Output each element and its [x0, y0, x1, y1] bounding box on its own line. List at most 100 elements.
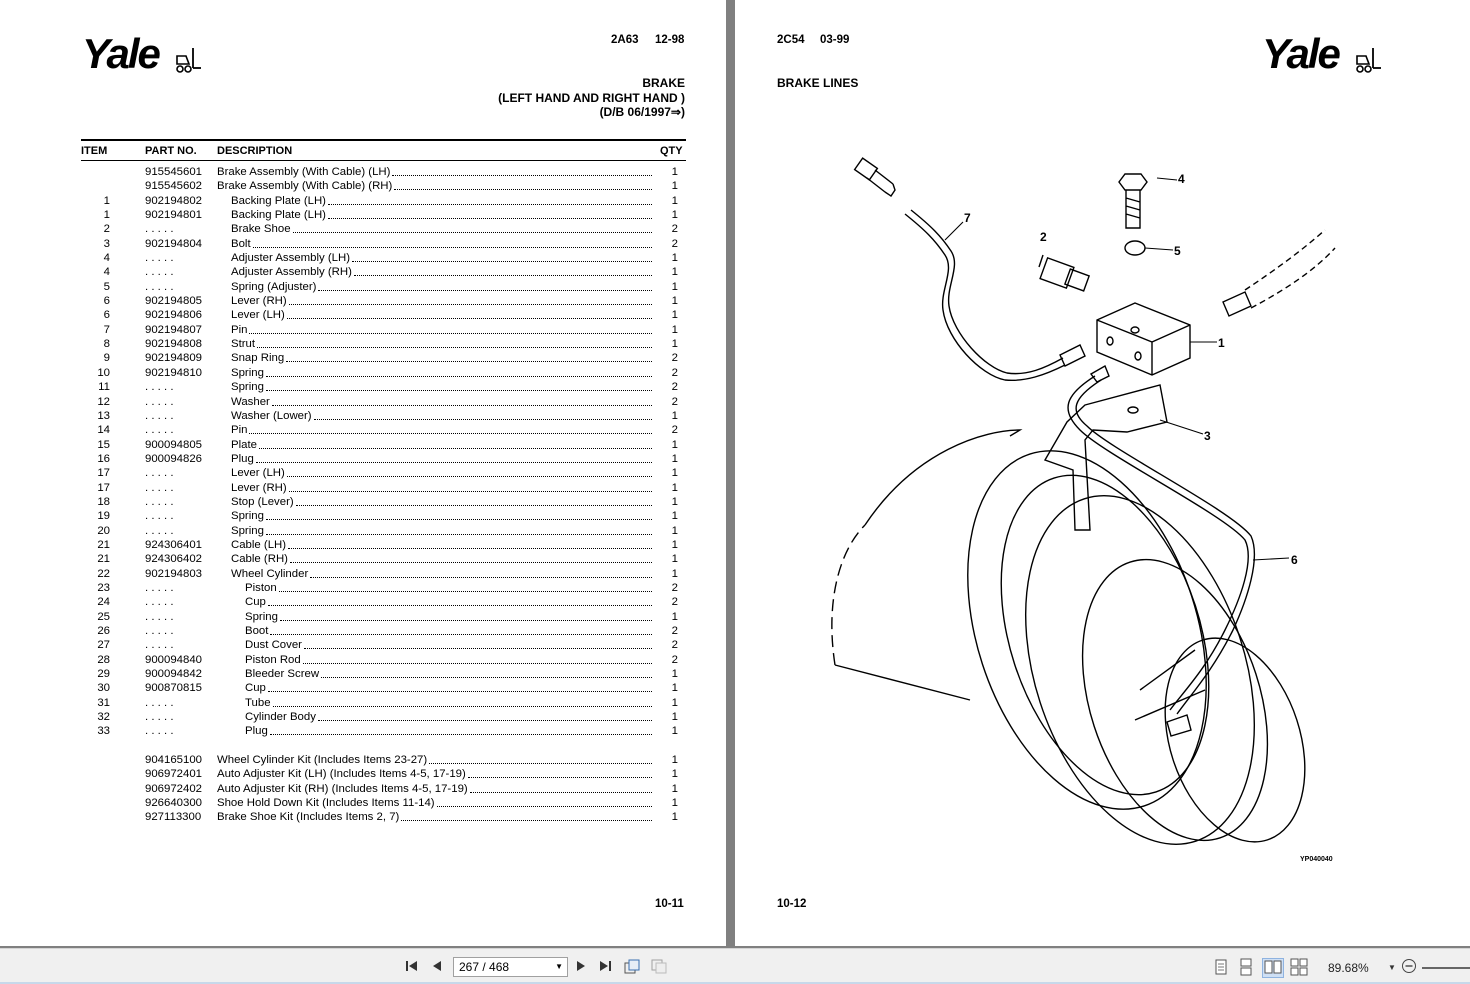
logo-text: Yale: [82, 30, 161, 77]
quantity: 2: [671, 395, 678, 408]
two-page-icon[interactable]: [1262, 958, 1284, 978]
item-number: 9: [103, 352, 110, 365]
first-page-icon[interactable]: [403, 958, 421, 978]
continuous-icon[interactable]: [1237, 958, 1255, 978]
description-text: Spring (Adjuster): [231, 280, 317, 293]
part-number: 915545602: [145, 180, 203, 193]
quantity: 2: [671, 653, 678, 666]
description-text: Piston Rod: [245, 653, 301, 666]
description: Pin: [231, 323, 652, 337]
description: Spring: [231, 366, 652, 380]
description-text: Auto Adjuster Kit (LH) (Includes Items 4…: [217, 768, 466, 781]
description-text: Dust Cover: [245, 639, 302, 652]
item-number: 26: [97, 625, 110, 637]
zoom-out-icon[interactable]: [1400, 958, 1418, 978]
callout-5: 5: [1174, 244, 1181, 258]
title-line: (D/B 06/1997⇒): [599, 105, 685, 119]
quantity: 1: [671, 567, 678, 580]
part-number: 902194802: [145, 194, 203, 207]
leader-dots: [270, 624, 652, 635]
zoom-level[interactable]: 89.68%: [1328, 961, 1369, 975]
part-number: . . . . .: [145, 424, 174, 437]
quantity: 2: [671, 223, 678, 236]
description-text: Tube: [245, 696, 271, 709]
zoom-dropdown-icon[interactable]: ▼: [1388, 963, 1396, 972]
item-number: 15: [97, 438, 110, 451]
quantity: 1: [671, 725, 678, 738]
part-number: . . . . .: [145, 524, 174, 537]
part-number: . . . . .: [145, 696, 174, 709]
description-text: Backing Plate (LH): [231, 209, 326, 222]
description: Brake Shoe Kit (Includes Items 2, 7): [217, 810, 652, 824]
description-text: Spring: [231, 510, 264, 523]
part-number: . . . . .: [145, 395, 174, 408]
description: Stop (Lever): [231, 495, 652, 509]
quantity: 1: [671, 280, 678, 293]
description-text: Lever (RH): [231, 295, 287, 308]
quantity: 1: [671, 438, 678, 451]
leader-dots: [249, 423, 652, 435]
description-text: Adjuster Assembly (RH): [231, 266, 352, 279]
description: Brake Shoe: [231, 222, 652, 236]
item-number: 1: [103, 209, 110, 222]
leader-dots: [467, 767, 652, 779]
part-number: . . . . .: [145, 280, 174, 293]
description-text: Plug: [245, 725, 268, 738]
single-page-icon[interactable]: [1212, 958, 1230, 978]
document-viewer[interactable]: Yale 2A63 12-98 BRAKE (LEFT HAND AND RIG…: [0, 0, 1470, 948]
quantity: 1: [671, 266, 678, 279]
last-page-icon[interactable]: [596, 958, 614, 978]
item-number: 17: [97, 467, 110, 480]
description: Wheel Cylinder: [231, 567, 652, 581]
part-number: . . . . .: [145, 252, 174, 265]
item-number: 27: [97, 639, 110, 652]
item-number: 1: [103, 194, 110, 207]
quantity: 1: [671, 452, 678, 465]
status-strip: [0, 982, 1470, 984]
description: Lever (RH): [231, 294, 652, 308]
item-number: 13: [97, 409, 110, 422]
prev-page-icon[interactable]: [429, 958, 445, 978]
leader-dots: [318, 280, 652, 291]
page-number-field[interactable]: 267 / 468 ▼: [453, 957, 568, 977]
part-number: . . . . .: [145, 639, 174, 652]
description: Spring (Adjuster): [231, 280, 652, 294]
leader-dots: [327, 208, 652, 220]
leader-dots: [295, 495, 652, 506]
next-page-icon[interactable]: [573, 958, 589, 978]
description-text: Spring: [231, 381, 264, 394]
quantity: 1: [671, 209, 678, 222]
part-number: 900094840: [145, 653, 203, 666]
item-number: 32: [97, 711, 110, 724]
description-text: Auto Adjuster Kit (RH) (Includes Items 4…: [217, 782, 468, 795]
next-view-icon[interactable]: [649, 958, 669, 978]
prev-view-icon[interactable]: [622, 958, 642, 978]
item-number: 11: [98, 381, 110, 394]
item-number: 22: [97, 567, 110, 580]
leader-dots: [267, 595, 652, 607]
quantity: 1: [671, 696, 678, 709]
description: Cup: [245, 595, 652, 609]
brake-lines-diagram: [831, 157, 1336, 845]
chevron-down-icon[interactable]: ▼: [555, 962, 563, 971]
two-page-continuous-icon[interactable]: [1290, 958, 1308, 978]
figure-code: YP040040: [1300, 856, 1333, 863]
callout-6: 6: [1291, 553, 1298, 567]
quantity: 2: [671, 352, 678, 365]
table-row: 12 . . . . . Washer 2: [82, 395, 686, 409]
zoom-slider[interactable]: [1422, 967, 1470, 969]
item-number: 12: [97, 395, 110, 408]
description: Bleeder Screw: [245, 667, 652, 681]
part-number: . . . . .: [145, 510, 174, 523]
part-number: 924306401: [145, 538, 203, 551]
description-text: Washer: [231, 395, 270, 408]
description-text: Shoe Hold Down Kit (Includes Items 11-14…: [217, 797, 435, 810]
part-number: 904165100: [145, 754, 203, 767]
quantity: 1: [671, 524, 678, 537]
